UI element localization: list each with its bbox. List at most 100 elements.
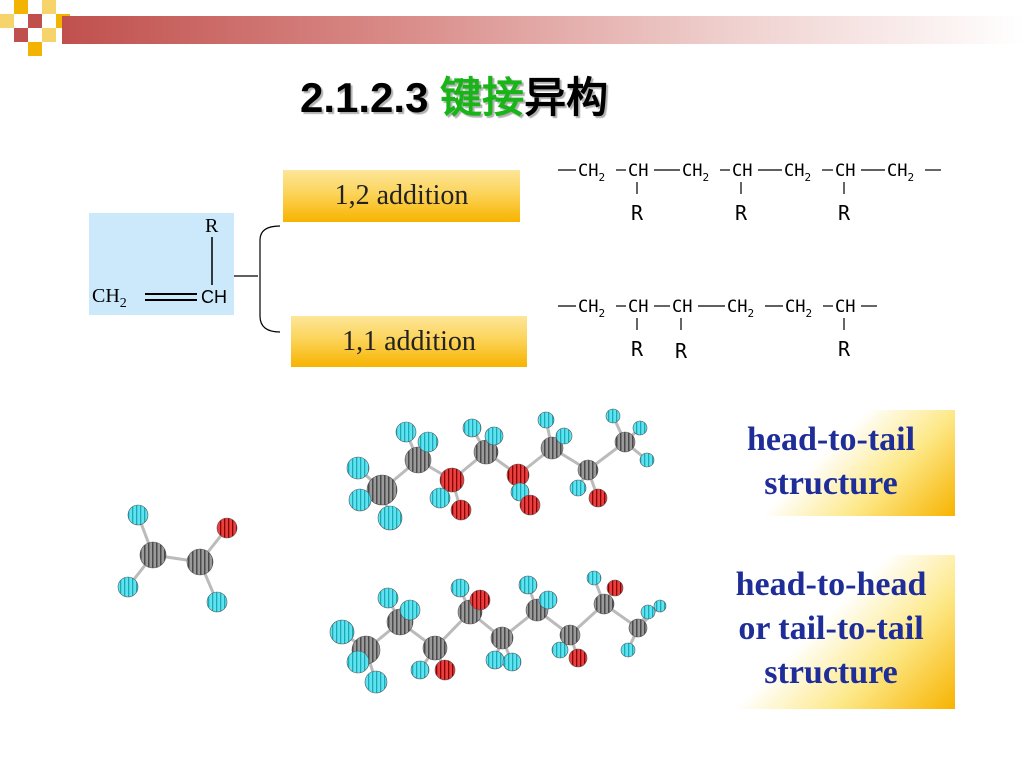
head-to-head-molecule-model [329, 570, 667, 694]
hydrogen-atom [462, 418, 482, 438]
hydrogen-atom [377, 505, 403, 531]
carbon-atom [614, 431, 636, 453]
carbon-atom [540, 436, 564, 460]
carbon-atom [366, 474, 398, 506]
chain-bottom-segment: CH [835, 297, 855, 317]
substituent-atom [568, 648, 588, 668]
hydrogen-atom [502, 652, 522, 672]
substituent-atom [434, 659, 456, 681]
substituent-atom [606, 579, 624, 597]
hydrogen-atom [377, 587, 399, 609]
hydrogen-atom [640, 604, 656, 620]
chain-bottom-segment: CH [628, 297, 648, 317]
hydrogen-atom [537, 411, 555, 429]
chain-bottom-substituent: R [838, 337, 851, 361]
chain-bottom-segment: CH2 [727, 297, 754, 320]
chain-top-substituent: R [735, 201, 748, 225]
hydrogen-atom [632, 420, 648, 436]
chain-1-1-addition: CH2 CH CH CH2 CH2 CH R R R [558, 297, 877, 363]
hydrogen-atom [605, 408, 621, 424]
monomer-ch-label: CH [201, 287, 227, 307]
hydrogen-atom [551, 641, 569, 659]
substituent-atom [439, 467, 465, 493]
hydrogen-atom [410, 660, 430, 680]
label-1-1-addition: 1,1 addition [291, 316, 527, 367]
substituent-atom [506, 463, 530, 487]
chain-bottom-substituent: R [675, 339, 688, 363]
hydrogen-atom [569, 479, 587, 497]
molecule-models [117, 408, 667, 694]
head-to-head-line-2: or tail-to-tail [738, 610, 924, 647]
hydrogen-atom [399, 599, 421, 621]
hydrogen-atom [639, 452, 655, 468]
carbon-atom [559, 624, 581, 646]
hydrogen-atom [364, 670, 388, 694]
monomer-ch2-label: CH2 [92, 285, 127, 311]
carbon-atom [186, 548, 214, 576]
title-highlight: 键接 [440, 74, 525, 121]
hydrogen-atom [346, 650, 370, 674]
chain-top-segment: CH2 [887, 161, 914, 184]
hydrogen-atom [653, 599, 667, 613]
chain-top-segment: CH2 [784, 161, 811, 184]
hydrogen-atom [555, 427, 573, 445]
hydrogen-atom [538, 590, 558, 610]
hydrogen-atom [586, 570, 602, 586]
chain-top-segment: CH [835, 161, 855, 181]
chain-top-segment: CH [628, 161, 648, 181]
chain-top-segment: CH2 [578, 161, 605, 184]
chain-bottom-substituent: R [631, 337, 644, 361]
chain-bottom-segment: CH [672, 297, 692, 317]
hydrogen-atom [206, 591, 228, 613]
hydrogen-atom [620, 642, 636, 658]
head-to-head-label: head-to-head or tail-to-tail structure [707, 555, 955, 709]
substituent-atom [216, 517, 238, 539]
hydrogen-atom [417, 431, 439, 453]
substituent-atom [469, 589, 491, 611]
chain-top-substituent: R [631, 201, 644, 225]
hydrogen-atom [429, 487, 451, 509]
hydrogen-atom [485, 650, 505, 670]
carbon-atom [139, 541, 167, 569]
head-to-tail-molecule-model [346, 408, 655, 531]
substituent-atom [450, 499, 472, 521]
hydrogen-atom [348, 488, 372, 512]
carbon-atom [404, 446, 432, 474]
header-bar [62, 16, 1024, 44]
substituent-atom [588, 488, 608, 508]
hydrogen-atom [117, 576, 139, 598]
hydrogen-atom [395, 421, 417, 443]
hydrogen-atom [518, 575, 538, 595]
title-number: 2.1.2.3 [300, 74, 429, 121]
chain-top-segment: CH [732, 161, 752, 181]
head-to-tail-line-2: structure [764, 465, 898, 502]
title-rest: 异构 [524, 74, 609, 121]
head-to-tail-label: head-to-tail structure [707, 410, 955, 516]
monomer-bonds [145, 237, 213, 301]
monomer-structure: R CH2 CH [89, 213, 234, 315]
hydrogen-atom [450, 578, 470, 598]
hydrogen-atom [484, 426, 504, 446]
head-to-head-line-1: head-to-head [735, 566, 927, 603]
carbon-atom [628, 618, 648, 638]
hydrogen-atom [127, 504, 149, 526]
carbon-atom [593, 593, 615, 615]
carbon-atom [422, 635, 448, 661]
substituent-atom [519, 494, 541, 516]
page-title: 2.1.2.3 键接异构 [300, 64, 608, 125]
monomer-r-label: R [205, 215, 219, 237]
chain-bottom-segment: CH2 [578, 297, 605, 320]
carbon-atom [577, 459, 599, 481]
hydrogen-atom [329, 619, 355, 645]
head-to-tail-line-1: head-to-tail [746, 421, 916, 458]
label-1-2-addition: 1,2 addition [283, 170, 520, 222]
chain-top-segment: CH2 [682, 161, 709, 184]
hydrogen-atom [346, 456, 370, 480]
head-to-head-line-3: structure [764, 654, 898, 691]
branch-brace [234, 225, 281, 333]
chain-top-substituent: R [838, 201, 851, 225]
chain-bottom-segment: CH2 [785, 297, 812, 320]
carbon-atom [490, 626, 514, 650]
monomer-molecule-model [117, 504, 238, 613]
